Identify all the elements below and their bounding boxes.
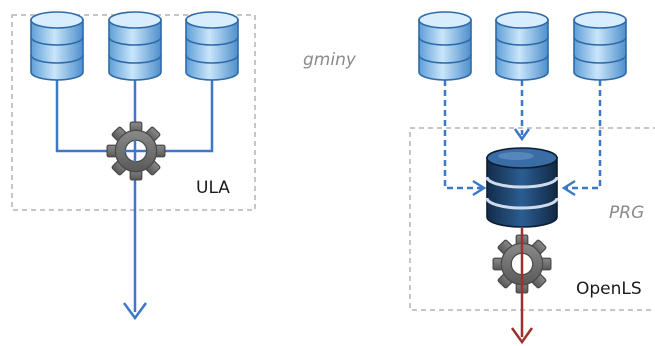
database-icon — [185, 11, 239, 81]
database-icon — [108, 11, 162, 81]
database-icon — [495, 11, 549, 81]
ula-connectors — [55, 80, 214, 312]
ula-label: ULA — [196, 178, 230, 198]
gminy-feed-lines — [443, 80, 602, 190]
openls-output-arrowhead — [510, 327, 534, 345]
database-icon — [485, 147, 559, 228]
gear-crosshair — [124, 140, 146, 162]
database-icon — [418, 11, 472, 81]
feed-arrowheads — [472, 128, 576, 197]
gminy-label: gminy — [303, 50, 356, 70]
database-icon — [573, 11, 627, 81]
database-icon — [30, 11, 84, 81]
openls-label: OpenLS — [576, 279, 642, 299]
prg-label: PRG — [609, 203, 645, 223]
ula-output-arrowhead — [122, 302, 148, 321]
